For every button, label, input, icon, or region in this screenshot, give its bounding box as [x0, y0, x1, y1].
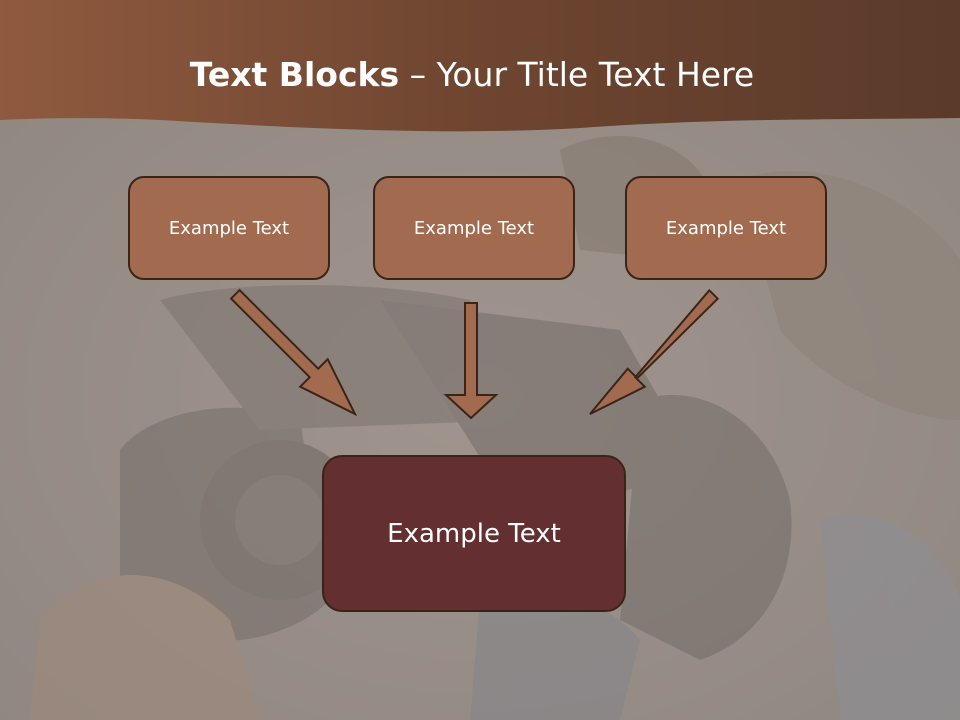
target-text-block[interactable]: Example Text: [322, 455, 626, 612]
header-band: [0, 0, 960, 132]
arrow-right: [589, 288, 720, 415]
title-separator: –: [399, 55, 437, 94]
text-block-1-label: Example Text: [168, 217, 290, 239]
title-bold: Text Blocks: [189, 55, 400, 94]
text-block-3-label: Example Text: [665, 217, 787, 239]
text-block-1[interactable]: Example Text: [128, 176, 330, 280]
target-text-block-label: Example Text: [387, 518, 561, 549]
text-block-2[interactable]: Example Text: [373, 176, 575, 280]
camera-silhouette: [30, 135, 960, 720]
page-title: Text Blocks – Your Title Text Here: [0, 52, 944, 98]
text-block-3[interactable]: Example Text: [625, 176, 827, 280]
text-block-2-label: Example Text: [413, 217, 535, 239]
arrow-center: [443, 302, 499, 420]
title-regular: Your Title Text Here: [436, 55, 755, 94]
arrow-left: [229, 288, 358, 417]
